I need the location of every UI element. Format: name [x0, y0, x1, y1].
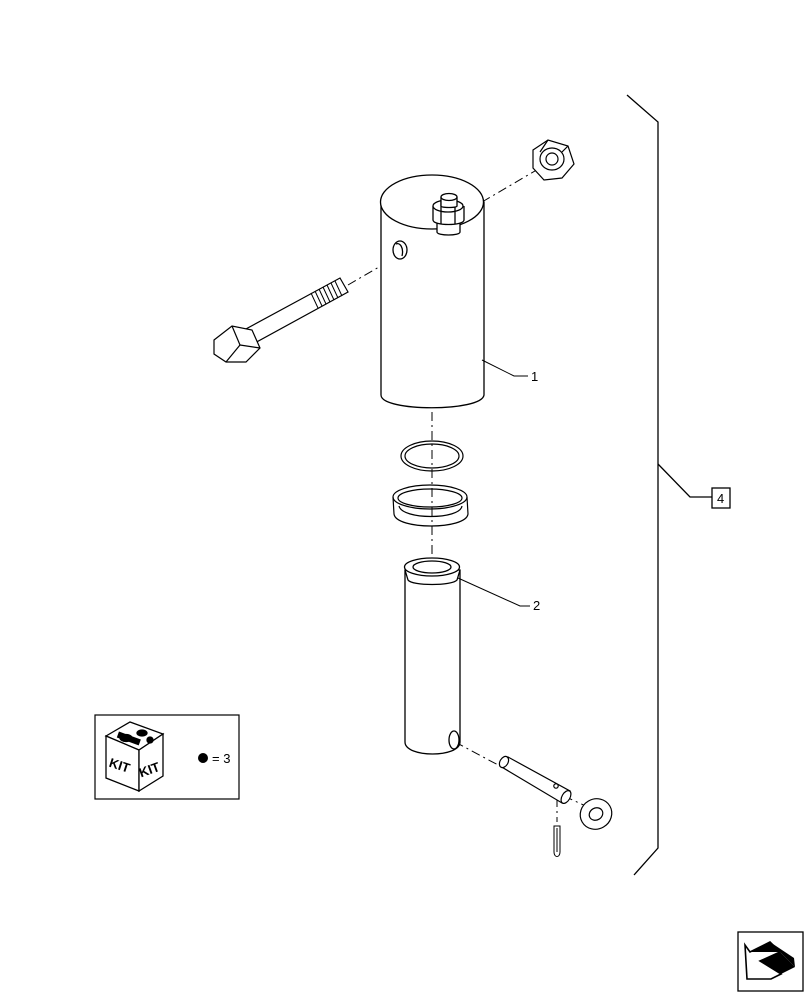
- cotter-pin: [553, 825, 561, 857]
- bullet-icon: [198, 753, 208, 763]
- cylinder-body: [379, 174, 485, 409]
- group-bracket: [626, 94, 731, 876]
- kit-quantity: = 3: [212, 751, 230, 766]
- callout-1-leader: [481, 359, 528, 377]
- lock-nut: [532, 139, 575, 181]
- washer: [579, 798, 613, 830]
- kit-legend-box: KIT KIT = 3: [94, 714, 240, 800]
- bushing: [392, 484, 469, 527]
- kit-box-icon: [104, 721, 165, 793]
- callout-2-leader: [457, 577, 530, 607]
- callout-4: 4: [717, 491, 724, 506]
- next-page-arrow-icon[interactable]: [737, 931, 804, 992]
- kit-label-right: KIT: [137, 759, 162, 780]
- pin: [403, 557, 461, 755]
- bolt: [213, 277, 349, 363]
- kit-label-left: KIT: [107, 755, 132, 776]
- callout-1: 1: [531, 369, 538, 384]
- retaining-pin: [498, 755, 572, 804]
- o-ring: [400, 440, 464, 472]
- callout-2: 2: [533, 598, 540, 613]
